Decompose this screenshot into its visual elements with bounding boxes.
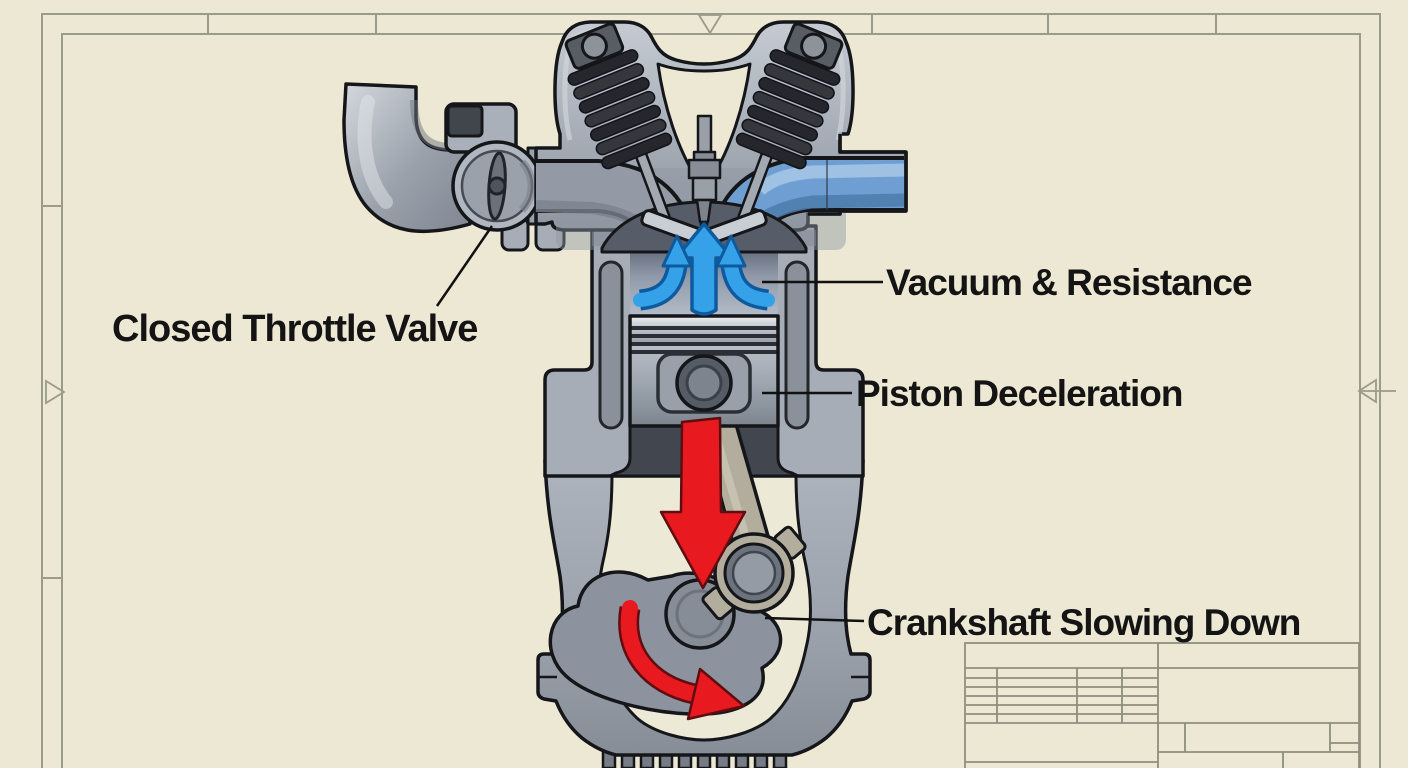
leader-lines (435, 225, 883, 623)
exhaust-valve (634, 152, 703, 244)
throttle-pivot-icon (487, 176, 507, 196)
closed-throttle-butterfly-valve (487, 151, 507, 221)
label-crankshaft-slowing-down: Crankshaft Slowing Down (867, 602, 1301, 643)
head-step-outlines (808, 134, 908, 216)
frame-centering-marks (45, 14, 1396, 405)
center-mark-left-icon (45, 379, 66, 405)
label-vacuum-resistance: Vacuum & Resistance (886, 262, 1253, 303)
coolant-passage-right (784, 260, 810, 430)
intake-valve (705, 152, 774, 244)
leader-line-throttle (435, 225, 494, 307)
title-block (964, 642, 1360, 768)
engine-illustration (342, 20, 908, 768)
valve-spring-right (735, 22, 844, 170)
boss-bolt-icon (446, 104, 484, 138)
throttle-cable-boss (444, 102, 518, 154)
frame-grid-ticks (42, 14, 1217, 579)
wrist-pin-bore (685, 364, 723, 402)
title-block-revision-grid (966, 668, 1158, 723)
leader-line-crankshaft (764, 616, 865, 623)
label-closed-throttle-valve: Closed Throttle Valve (112, 308, 478, 350)
label-piston-deceleration: Piston Deceleration (856, 373, 1183, 414)
rotation-arrow (618, 600, 746, 721)
piston-rings (630, 326, 778, 354)
downward-force-arrow (659, 416, 747, 590)
center-mark-top-icon (697, 14, 723, 35)
airflow-arrow-left (633, 234, 693, 311)
airflow-arrow-center (674, 222, 734, 316)
valve-spring-left (564, 22, 673, 170)
upward-airflow-arrows (633, 222, 775, 316)
rod-big-end (701, 525, 807, 621)
frame-inner-border (61, 33, 1361, 768)
piston (628, 314, 780, 428)
coolant-passage-left (598, 260, 624, 430)
airflow-arrow-right (715, 234, 775, 311)
frame-outer-border (41, 13, 1381, 768)
drawing-frame (41, 13, 1396, 768)
air-intake-pipe (342, 82, 472, 234)
